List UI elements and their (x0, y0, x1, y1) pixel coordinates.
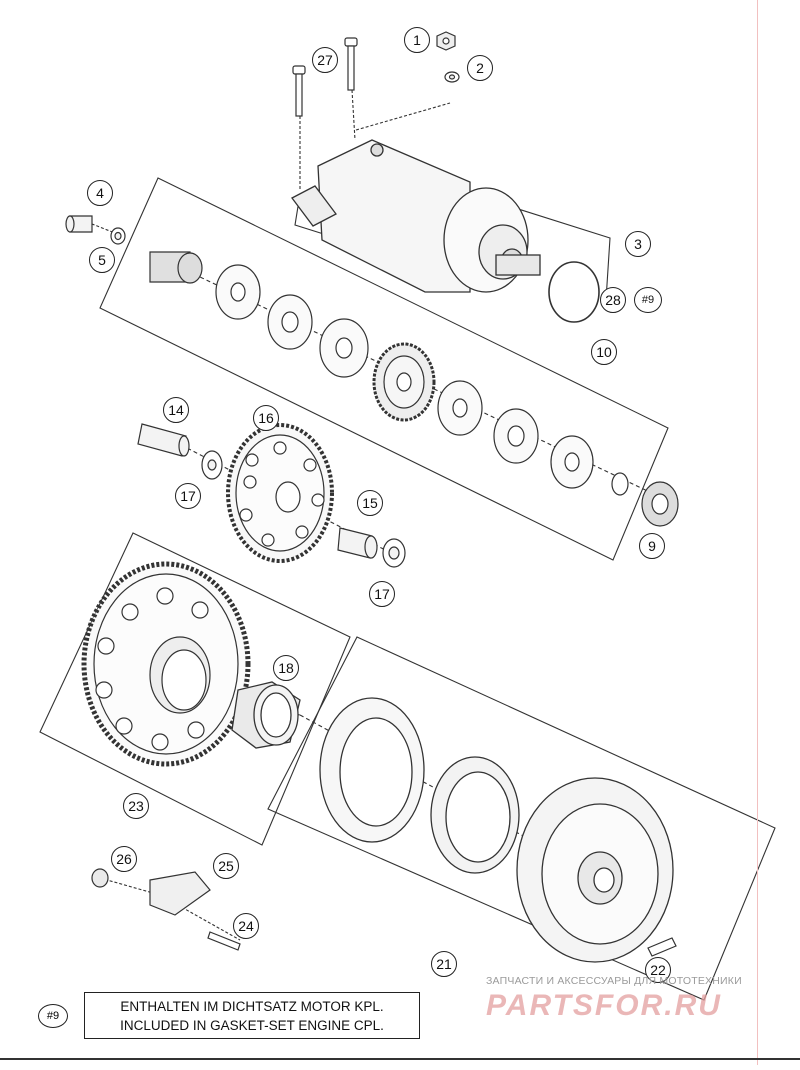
starter-bolt-27-icon (292, 37, 358, 117)
callout-23: 23 (123, 793, 149, 819)
callout-5: 5 (89, 247, 115, 273)
screw-24-icon (207, 931, 241, 951)
callout-4: 4 (87, 180, 113, 206)
watermark: ЗАПЧАСТИ И АКСЕССУАРЫ ДЛЯ МОТОТЕХНИКИ PA… (486, 975, 776, 1023)
bolt-22-icon (647, 937, 677, 957)
callout-26: 26 (111, 846, 137, 872)
callout-9: 9 (639, 533, 665, 559)
flywheel-rotor-21-icon (516, 777, 674, 963)
callout-15: 15 (357, 490, 383, 516)
lever-25-icon (149, 871, 211, 916)
note-line-german: ENTHALTEN IM DICHTSATZ MOTOR KPL. (120, 999, 384, 1014)
callout-24: 24 (233, 913, 259, 939)
freewheel-gear-23-icon (81, 561, 251, 767)
callout-2: 2 (467, 55, 493, 81)
callout-3: 3 (625, 231, 651, 257)
callout-17-upper: 17 (175, 483, 201, 509)
page-edge-line (757, 0, 758, 1065)
note-reference-marker: #9 (38, 1004, 68, 1028)
callout-27: 27 (312, 47, 338, 73)
callout-1: 1 (404, 27, 430, 53)
callout-16: 16 (253, 405, 279, 431)
callout-18: 18 (273, 655, 299, 681)
rotor-ring-icon (430, 756, 520, 874)
callout-21: 21 (431, 951, 457, 977)
gasket-set-note: ENTHALTEN IM DICHTSATZ MOTOR KPL. INCLUD… (84, 992, 420, 1039)
freewheel-18-icon (231, 681, 301, 749)
callout-17-lower: 17 (369, 581, 395, 607)
starter-gear-group-frame (99, 177, 669, 561)
callout-28: 28 (600, 287, 626, 313)
callout-14: 14 (163, 397, 189, 423)
watermark-tagline: ЗАПЧАСТИ И АКСЕССУАРЫ ДЛЯ МОТОТЕХНИКИ (486, 975, 742, 987)
starter-motor-icon (291, 139, 541, 293)
note-line-english: INCLUDED IN GASKET-SET ENGINE CPL. (120, 1018, 384, 1033)
freewheel-gear-group-frame (39, 532, 351, 846)
stator-ring-icon (319, 697, 425, 843)
bottom-divider (0, 1058, 800, 1060)
reference-9-marker: #9 (634, 287, 662, 313)
idle-gear-assembly-10-icon (149, 251, 679, 527)
callout-10: 10 (591, 339, 617, 365)
callout-25: 25 (213, 853, 239, 879)
o-ring-28-icon (548, 261, 600, 323)
bushing-26-icon (91, 868, 109, 888)
pin-14-icon (137, 423, 187, 457)
rotor-group-frame (267, 636, 776, 1001)
watermark-logo: PARTSFOR.RU (486, 989, 722, 1022)
callout-22: 22 (645, 957, 671, 983)
